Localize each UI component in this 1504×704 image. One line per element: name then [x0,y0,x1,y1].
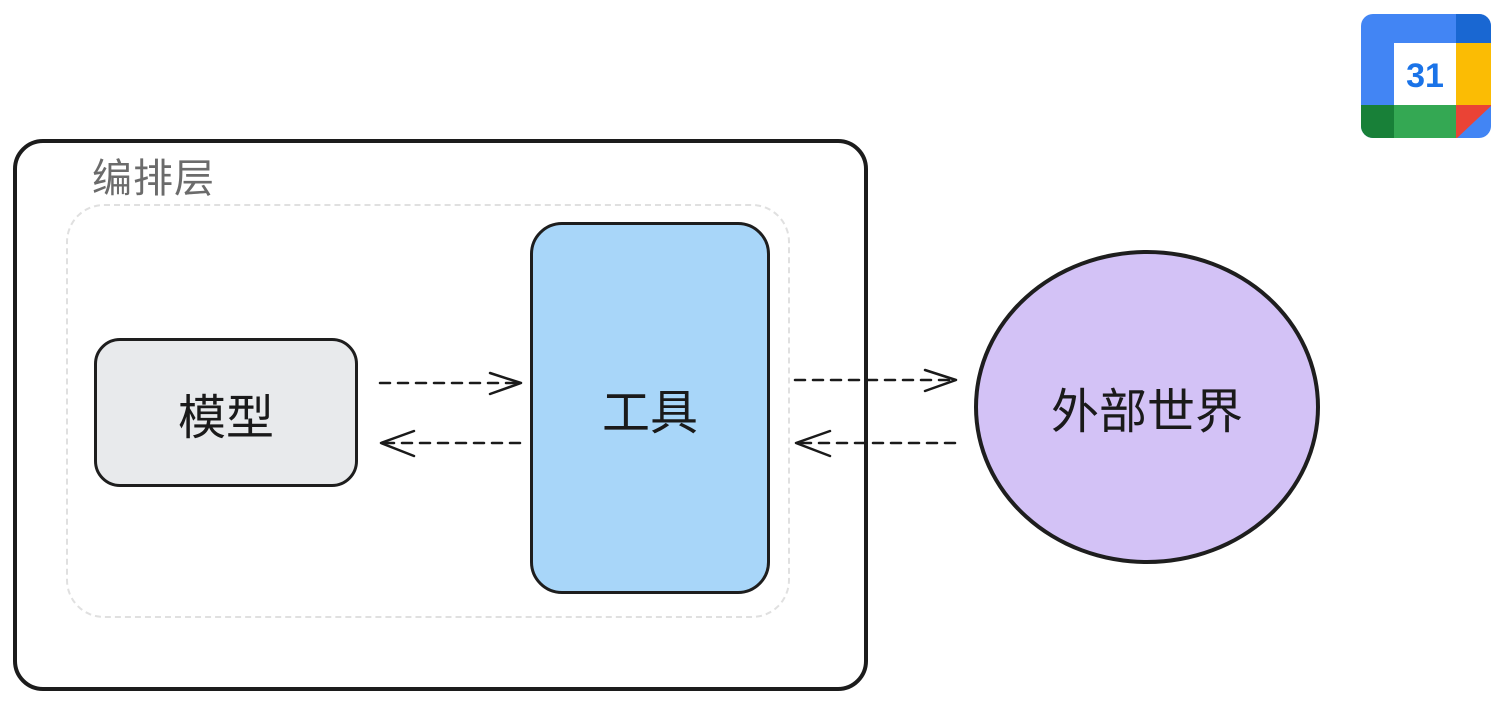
tools-node: 工具 [530,222,770,594]
model-node: 模型 [94,338,358,487]
calendar-icon: 31 [1360,13,1492,139]
edge-model-to-tools [378,371,523,396]
model-node-label: 模型 [177,389,274,446]
external-world-node-label: 外部世界 [1050,384,1243,440]
edge-tools-to-model [379,429,522,458]
orchestration-layer-label: 编排层 [92,156,215,202]
edge-tools-to-external-world [793,368,958,393]
external-world-node: 外部世界 [974,250,1320,564]
inner-dashed-boundary [66,204,790,618]
tools-node-label: 工具 [601,385,698,441]
calendar-day-number: 31 [1406,57,1444,95]
edge-external-world-to-tools [794,429,957,458]
